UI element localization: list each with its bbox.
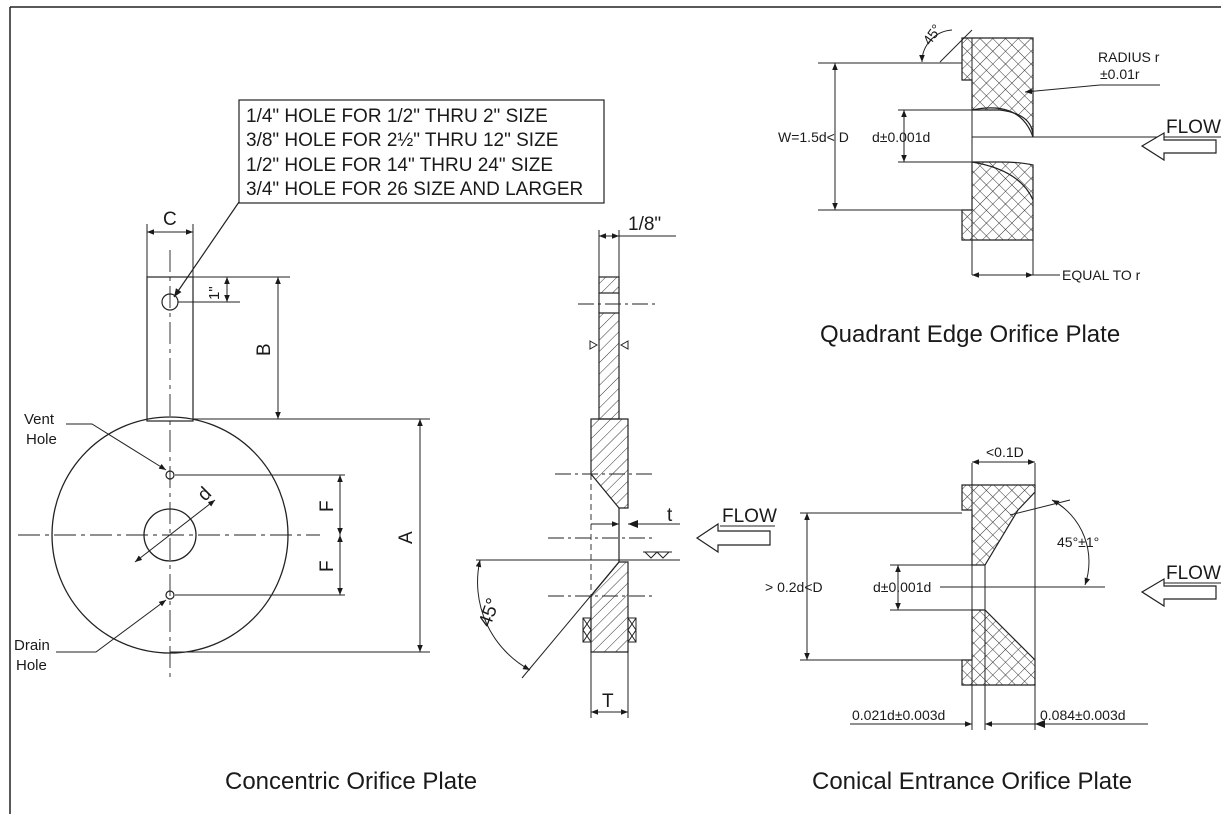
concentric-plate-view: d C 1" B A F F Vent Hole Drain Hole Conc… [14, 209, 477, 795]
quadrant-title: Quadrant Edge Orifice Plate [820, 321, 1120, 348]
gasket-right [627, 617, 637, 643]
quadrant-edge-view: W=1.5d< D d±0.001d 45° RADIUS r ±0.01r E… [778, 21, 1221, 348]
quadrant-upper [961, 37, 1034, 138]
note-leader [173, 201, 240, 298]
note-line-1: 1/4" HOLE FOR 1/2" THRU 2" SIZE [246, 106, 548, 127]
b-label: B [254, 343, 275, 356]
conical-flow-arrow [1140, 577, 1217, 608]
one-inch-label: 1" [206, 286, 223, 300]
section-flow-arrow [695, 522, 771, 554]
w-label: W=1.5d< D [778, 129, 849, 145]
radius-leader [1024, 84, 1101, 95]
gasket-left [582, 617, 592, 643]
quadrant-flow-label: FLOW [1166, 117, 1221, 138]
section-handle-top [598, 276, 620, 294]
q-angle-label: 45° [919, 21, 944, 48]
vent-label-1: Vent [24, 411, 55, 428]
conical-title: Conical Entrance Orifice Plate [812, 768, 1132, 795]
cd-label: d±0.001d [873, 579, 931, 595]
equal-label: EQUAL TO r [1062, 267, 1141, 283]
note-box [238, 99, 605, 204]
vent-hole [165, 470, 175, 480]
hole-size-note: 1/4" HOLE FOR 1/2" THRU 2" SIZE 3/8" HOL… [173, 99, 605, 298]
quadrant-flow-arrow [1140, 131, 1217, 162]
c-big-label: > 0.2d<D [765, 579, 823, 595]
radius-label-1: RADIUS r [1098, 49, 1160, 65]
t-arrow-r [628, 520, 638, 528]
section-handle [598, 312, 620, 420]
c-label: C [163, 209, 177, 230]
drain-leader [56, 599, 167, 653]
radius-label-2: ±0.01r [1100, 66, 1140, 82]
weld-mark-left [589, 340, 599, 350]
section-flow-label: FLOW [722, 506, 777, 527]
quadrant-lower-face [971, 161, 1034, 201]
drain-label-1: Drain [14, 637, 50, 654]
concentric-title: Concentric Orifice Plate [225, 768, 477, 795]
f-label-lower: F [317, 560, 338, 572]
q-angle-line [939, 29, 973, 63]
c-bot-right-label: 0.084±0.003d [1040, 707, 1126, 723]
tbig-label: T [602, 691, 614, 712]
qd-label: d±0.001d [872, 129, 930, 145]
d-leader [134, 499, 216, 563]
section-upper-thick [590, 418, 629, 509]
q-angle-arc [919, 29, 953, 63]
c-bot-left-label: 0.021d±0.003d [852, 707, 945, 723]
finish-mark [644, 551, 670, 559]
c-top-label: <0.1D [986, 444, 1024, 460]
conical-flow-label: FLOW [1166, 563, 1221, 584]
c-angle-label: 45°±1° [1057, 534, 1099, 550]
vent-leader [66, 423, 167, 471]
quadrant-lower [961, 161, 1034, 241]
conical-entrance-view: <0.1D > 0.2d<D d±0.001d 45°±1° 0.021d±0.… [765, 444, 1221, 795]
quadrant-upper-face [971, 107, 1034, 138]
weld-mark-right [619, 340, 629, 350]
note-line-4: 3/4" HOLE FOR 26 SIZE AND LARGER [246, 179, 583, 200]
conical-upper [961, 484, 1036, 566]
bevel-arc [475, 559, 531, 671]
t-label: t [667, 505, 673, 526]
vent-label-2: Hole [26, 431, 57, 448]
c-bot-right-arrow [1035, 720, 1045, 728]
bevel-extension [521, 561, 620, 679]
plate-section-view: 1/8" t T 45° FLOW [475, 214, 777, 718]
note-line-2: 3/8" HOLE FOR 2½" THRU 12" SIZE [246, 130, 558, 151]
a-label: A [396, 531, 417, 544]
eighth-label: 1/8" [628, 214, 661, 235]
drain-hole [165, 590, 175, 600]
conical-lower [961, 609, 1036, 686]
drain-label-2: Hole [16, 657, 47, 674]
f-label-upper: F [317, 500, 338, 512]
note-line-3: 1/2" HOLE FOR 14" THRU 24" SIZE [246, 155, 553, 176]
section-lower-thick [590, 561, 629, 653]
c-angle-arc [1051, 499, 1090, 586]
